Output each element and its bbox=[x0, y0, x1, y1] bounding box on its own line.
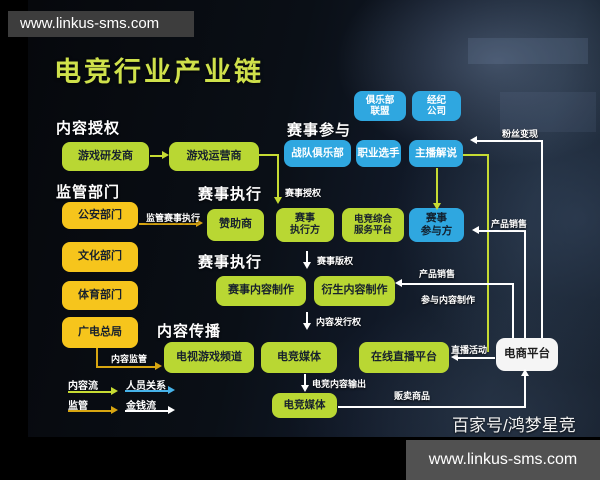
node-event-executor: 赛事 执行方 bbox=[276, 208, 334, 242]
node-match-content-production: 赛事内容制作 bbox=[216, 276, 306, 306]
arrowhead-event-copyright bbox=[303, 262, 311, 269]
edge-label-fan-monetization: 粉丝变现 bbox=[502, 129, 539, 139]
edge-label-esports-content-output: 电竞内容输出 bbox=[312, 379, 367, 389]
section-content-distribution: 内容传播 bbox=[157, 323, 222, 340]
arrow-operator-elbow-v bbox=[277, 154, 279, 198]
arrow-dev-to-operator bbox=[150, 155, 163, 157]
edge-label-supervise-exec: 监管赛事执行 bbox=[146, 213, 201, 223]
arrow-product-sales2-h bbox=[402, 283, 514, 285]
section-event-execution-1: 赛事执行 bbox=[198, 186, 263, 203]
legend-money-flow-arrow bbox=[125, 410, 169, 412]
legend-people-relation-arrow bbox=[125, 390, 169, 392]
section-event-participation: 赛事参与 bbox=[287, 122, 352, 139]
node-streamer-commentator: 主播解说 bbox=[409, 140, 463, 167]
arrow-streamer-right-h bbox=[463, 154, 489, 156]
node-tv-game-channel: 电视游戏频道 bbox=[164, 342, 254, 373]
edge-label-content-publish-right: 内容发行权 bbox=[316, 317, 362, 327]
edge-label-event-license: 赛事授权 bbox=[285, 188, 322, 198]
arrow-esports-content-output bbox=[304, 374, 306, 386]
edge-label-event-copyright: 赛事版权 bbox=[317, 256, 354, 266]
node-culture-dept: 文化部门 bbox=[62, 242, 138, 272]
node-derived-content-production: 衍生内容制作 bbox=[314, 276, 395, 306]
node-club-union: 俱乐部 联盟 bbox=[354, 91, 406, 121]
edge-label-product-sales2: 产品销售 bbox=[419, 269, 456, 279]
arrow-fan-monetization-h bbox=[477, 140, 543, 142]
node-agency: 经纪 公司 bbox=[412, 91, 461, 121]
arrowhead-supervise-exec bbox=[196, 219, 203, 227]
node-esports-service-platform: 电竞综合 服务平台 bbox=[342, 208, 404, 242]
arrowhead-product-sales1 bbox=[472, 226, 479, 234]
arrow-content-supervision-h bbox=[96, 366, 156, 368]
section-event-execution-2: 赛事执行 bbox=[198, 254, 263, 271]
legend-content-flow-label: 内容流 bbox=[68, 381, 98, 392]
legend-supervision-arrowhead bbox=[111, 406, 118, 414]
arrow-product-sales2-v bbox=[512, 283, 514, 338]
arrowhead-product-sales2 bbox=[395, 279, 402, 287]
node-esports-media: 电竞媒体 bbox=[261, 342, 337, 373]
arrow-operator-elbow-h bbox=[259, 154, 279, 156]
node-public-security-dept: 公安部门 bbox=[62, 202, 138, 229]
arrowhead-dev-to-operator bbox=[162, 151, 169, 159]
legend-money-flow-arrowhead bbox=[168, 406, 175, 414]
edge-label-live-events: 直播活动 bbox=[451, 345, 488, 355]
arrow-event-copyright bbox=[306, 251, 308, 263]
arrow-supervise-exec bbox=[139, 223, 197, 225]
arena-screen-highlight bbox=[500, 92, 596, 132]
section-regulators: 监管部门 bbox=[56, 184, 121, 201]
arrowhead-sell-goods bbox=[521, 369, 529, 376]
legend-supervision-label: 监管 bbox=[68, 401, 88, 412]
section-content-license: 内容授权 bbox=[56, 120, 121, 137]
node-sponsor: 赞助商 bbox=[207, 209, 264, 241]
node-ecommerce-platform: 电商平台 bbox=[496, 338, 558, 371]
edge-label-product-sales1: 产品销售 bbox=[491, 219, 528, 229]
arrowhead-fan-monetization bbox=[470, 136, 477, 144]
credit-text: 百家号/鸿梦星竞 bbox=[452, 416, 576, 435]
node-sports-dept: 体育部门 bbox=[62, 281, 138, 310]
arrowhead-streamer-to-participant bbox=[433, 203, 441, 210]
arrow-sell-goods-v bbox=[524, 375, 526, 408]
node-game-operator: 游戏运营商 bbox=[169, 142, 259, 171]
arrowhead-live-events bbox=[451, 353, 458, 361]
arrow-product-sales1-v bbox=[524, 230, 526, 338]
arrow-live-events bbox=[458, 357, 495, 359]
legend-supervision-arrow bbox=[68, 410, 112, 412]
node-event-participant: 赛事 参与方 bbox=[409, 208, 464, 242]
arrowhead-content-publish-right bbox=[303, 323, 311, 330]
legend-people-relation-label: 人员关系 bbox=[126, 381, 166, 392]
arrowhead-content-supervision bbox=[155, 362, 162, 370]
node-broadcast-admin: 广电总局 bbox=[62, 317, 138, 348]
page-title: 电竞行业产业链 bbox=[54, 57, 264, 87]
edge-label-content-supervision: 内容监管 bbox=[111, 354, 148, 364]
node-game-developer: 游戏研发商 bbox=[62, 142, 149, 171]
edge-label-join-content-making: 参与内容制作 bbox=[421, 295, 476, 305]
legend-content-flow-arrow bbox=[68, 391, 112, 393]
legend-people-relation-arrowhead bbox=[168, 386, 175, 394]
arrow-sell-goods-h bbox=[338, 406, 526, 408]
watermark-bottom-bar: www.linkus-sms.com bbox=[406, 440, 600, 480]
arrowhead-esports-content-output bbox=[301, 385, 309, 392]
watermark-top-bar: www.linkus-sms.com bbox=[8, 11, 194, 37]
arena-screen-highlight bbox=[468, 38, 588, 64]
legend-money-flow-label: 金钱流 bbox=[126, 401, 156, 412]
node-pro-player: 职业选手 bbox=[356, 140, 401, 167]
node-live-stream-platform: 在线直播平台 bbox=[359, 342, 449, 373]
edge-label-sell-goods: 贩卖商品 bbox=[394, 391, 431, 401]
arrow-streamer-to-participant bbox=[436, 168, 438, 204]
arrow-content-supervision-v bbox=[96, 348, 98, 368]
arrow-product-sales1-h bbox=[479, 230, 526, 232]
node-esports-media-2: 电竞媒体 bbox=[272, 393, 337, 418]
node-team-club: 战队俱乐部 bbox=[284, 140, 351, 167]
arrow-content-publish-right bbox=[306, 312, 308, 324]
arrowhead-event-license bbox=[274, 197, 282, 204]
legend-content-flow-arrowhead bbox=[111, 387, 118, 395]
arrow-fan-monetization-v bbox=[541, 140, 543, 338]
arrow-streamer-down-v bbox=[487, 154, 489, 352]
